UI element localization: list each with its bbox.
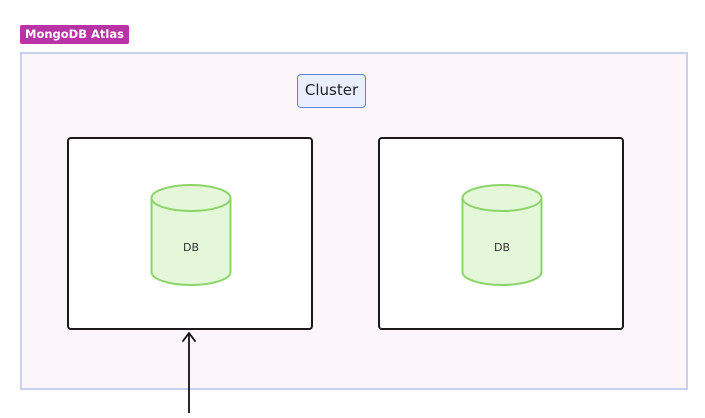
cluster-node-right: DB [378, 137, 624, 330]
database-label: DB [182, 241, 200, 254]
database-label: DB [493, 241, 511, 254]
arrow-up-icon [179, 330, 199, 418]
cluster-node-left: DB [67, 137, 313, 330]
database-icon: DB [150, 183, 232, 287]
database-icon: DB [461, 183, 543, 287]
cluster-label: Cluster [297, 74, 366, 108]
atlas-group-label: MongoDB Atlas [20, 25, 129, 44]
